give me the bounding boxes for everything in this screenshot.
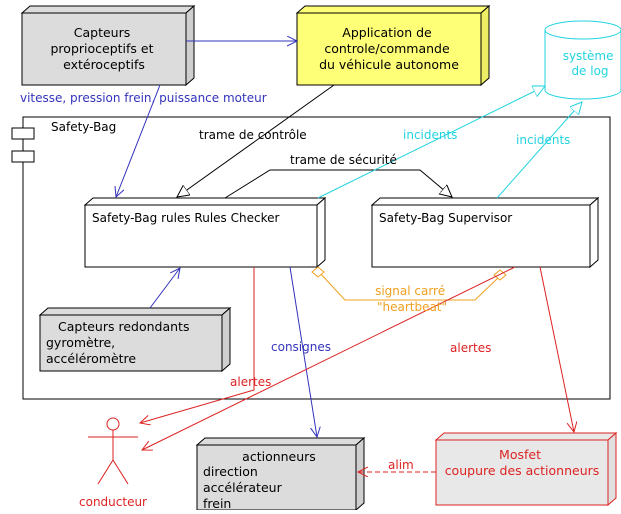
capteurs-redondants-line-2: gyromètre, <box>46 335 115 350</box>
svg-text:Mosfet coupure des actio: Mosfet coupure des actionneurs <box>445 447 600 478</box>
label-vitesse: vitesse, pression frein, puissance moteu… <box>20 91 267 105</box>
node-supervisor: Safety-Bag Supervisor <box>370 196 600 269</box>
edge-consignes <box>289 266 317 437</box>
actionneurs-title: actionneurs <box>242 449 316 464</box>
edge-alertes-supervisor <box>142 266 516 450</box>
node-actionneurs: actionneurs direction accélérateur frein <box>195 436 366 512</box>
rules-checker-label: Safety-Bag rules Rules Checker <box>92 211 279 225</box>
svg-text:Application de controle/: Application de controle/commande du véhi… <box>319 25 459 72</box>
application-line-3: du véhicule autonome <box>319 57 459 72</box>
actionneurs-item-2: accélérateur <box>203 480 283 495</box>
label-trame-controle: trame de contrôle <box>199 128 307 142</box>
node-mosfet: Mosfet coupure des actionneurs <box>434 431 618 507</box>
edge-incidents-supervisor <box>496 102 582 199</box>
capteurs-line-3: extéroceptifs <box>63 57 145 72</box>
edge-supervisor-to-mosfet <box>539 266 574 432</box>
edge-incidents-rules-checker <box>317 86 545 199</box>
capteurs-line-2: proprioceptifs et <box>51 41 154 56</box>
svg-text:Capteurs redondants gyro: Capteurs redondants gyromètre, accélérom… <box>46 319 193 366</box>
svg-text:système de log: système de log <box>563 49 618 78</box>
edge-alertes-rules-checker <box>140 267 255 423</box>
log-line-1: système <box>563 49 614 63</box>
label-alim: alim <box>388 458 414 472</box>
label-alertes-rules-checker: alertes <box>230 375 271 389</box>
edge-trame-controle <box>177 84 335 197</box>
application-line-2: controle/commande <box>324 41 450 56</box>
capteurs-line-1: Capteurs <box>74 25 131 40</box>
svg-text:Capteurs proprioceptifs: Capteurs proprioceptifs et extéroceptifs <box>51 25 158 72</box>
label-incidents-1: incidents <box>403 128 457 142</box>
label-incidents-2: incidents <box>516 133 570 147</box>
label-signal-line-2: "heartbeat" <box>377 300 447 314</box>
label-consignes: consignes <box>271 340 331 354</box>
label-trame-securite: trame de sécurité <box>290 153 397 167</box>
capteurs-redondants-line-3: accéléromètre <box>46 351 136 366</box>
svg-text:direction accélérateur: direction accélérateur frein <box>203 464 286 510</box>
edge-redondants-to-rules-checker <box>149 268 180 309</box>
svg-text:signal carré "heartbeat": signal carré "heartbeat" <box>375 284 449 314</box>
conducteur-label: conducteur <box>79 495 147 509</box>
log-line-2: de log <box>571 64 608 78</box>
node-application: Application de controle/commande du véhi… <box>295 4 491 87</box>
actionneurs-item-3: frein <box>203 496 231 510</box>
label-alertes-supervisor: alertes <box>450 341 491 355</box>
mosfet-line-1: Mosfet <box>499 447 541 462</box>
capteurs-redondants-line-1: Capteurs redondants <box>58 319 189 334</box>
node-log-database: système de log <box>544 20 621 100</box>
actor-conducteur <box>88 417 138 485</box>
node-rules-checker: Safety-Bag rules Rules Checker <box>83 196 327 269</box>
edge-capteurs-to-rules-checker <box>116 84 161 197</box>
actionneurs-item-1: direction <box>203 464 258 479</box>
edge-trame-securite <box>224 169 452 199</box>
application-line-1: Application de <box>342 25 432 40</box>
supervisor-label: Safety-Bag Supervisor <box>379 211 512 225</box>
node-capteurs-redondants: Capteurs redondants gyromètre, accélérom… <box>38 306 232 373</box>
safety-bag-label: Safety-Bag <box>51 120 116 134</box>
label-signal-line-1: signal carré <box>375 284 445 298</box>
mosfet-line-2: coupure des actionneurs <box>445 463 600 478</box>
node-capteurs: Capteurs proprioceptifs et extéroceptifs <box>20 4 196 87</box>
